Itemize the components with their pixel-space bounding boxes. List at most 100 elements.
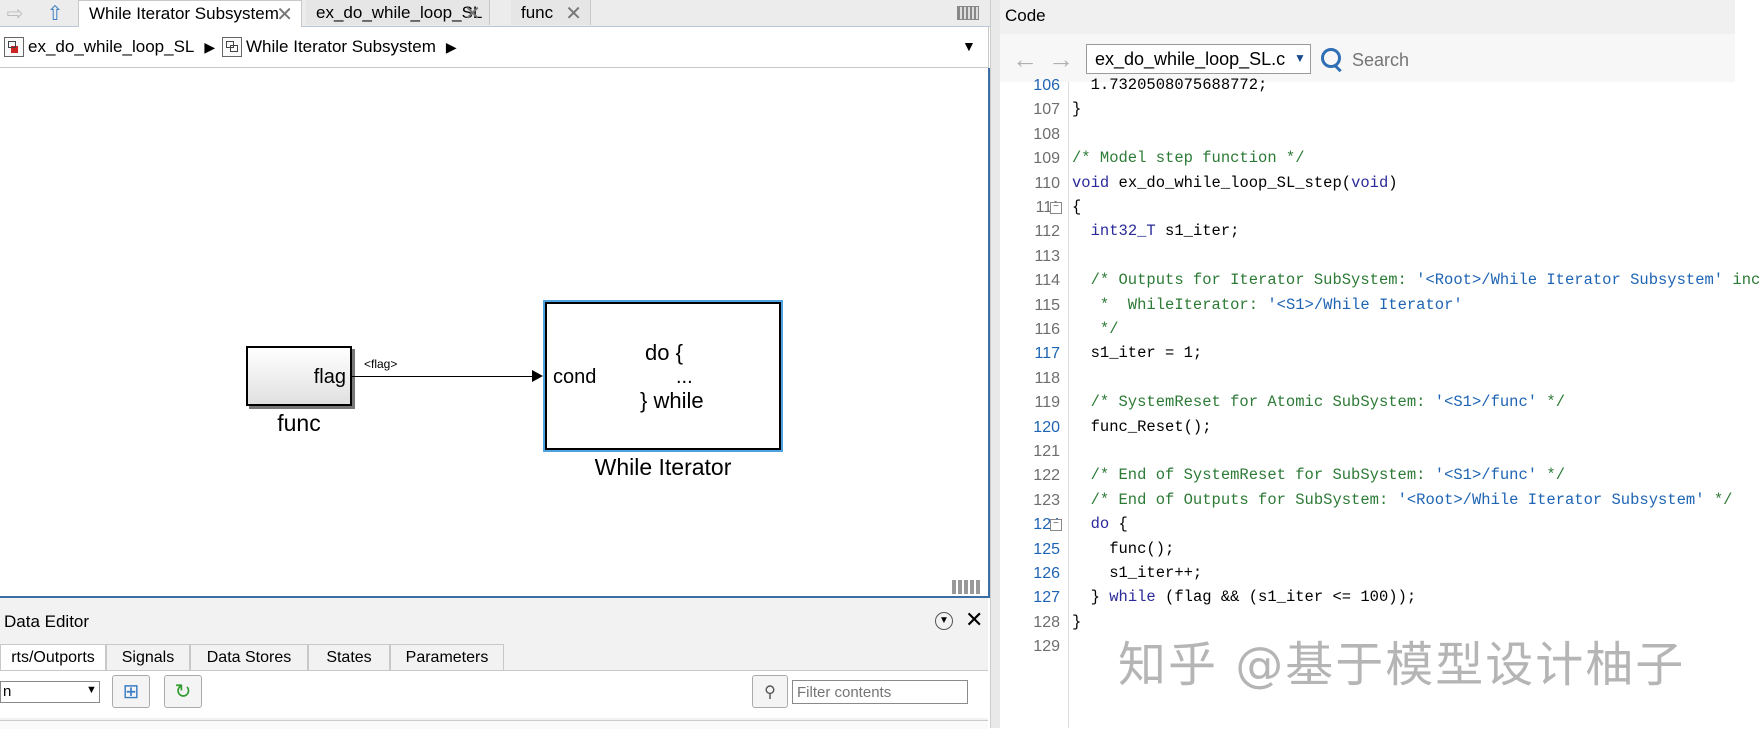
line-number: 122	[1033, 467, 1060, 485]
line-number: 114	[1034, 272, 1060, 290]
tab-list-icon[interactable]	[957, 6, 979, 20]
line-number[interactable]: 125	[1033, 540, 1060, 558]
tab-data-stores[interactable]: Data Stores	[190, 644, 308, 670]
code-line[interactable]: 116 */	[1000, 316, 1735, 343]
line-number: 121	[1033, 443, 1060, 460]
code-line[interactable]: 127 } while (flag && (s1_iter <= 100));	[1000, 584, 1735, 611]
code-text: */	[1072, 320, 1119, 338]
breadcrumb-item-model[interactable]: ex_do_while_loop_SL ▶	[4, 27, 223, 67]
code-line[interactable]: 112 int32_T s1_iter;	[1000, 218, 1735, 245]
fold-collapse-icon[interactable]: −	[1050, 519, 1062, 532]
pane-splitter[interactable]	[990, 0, 1001, 728]
code-text: /* End of Outputs for SubSystem: '<Root>…	[1072, 490, 1733, 509]
line-number[interactable]: 120	[1033, 418, 1060, 436]
tab-states[interactable]: States	[308, 644, 390, 670]
tab-label: Parameters	[405, 648, 489, 666]
close-icon[interactable]: ✕	[464, 3, 481, 25]
model-canvas[interactable]	[0, 68, 990, 598]
chevron-right-icon[interactable]: ▶	[445, 38, 457, 55]
while-iterator-block-name[interactable]: While Iterator	[594, 454, 732, 480]
while-iterator-block-border	[545, 302, 781, 450]
line-number: 119	[1034, 394, 1060, 412]
arrowhead-icon	[532, 370, 543, 382]
hierarchy-button[interactable]: ⊞	[112, 675, 150, 708]
breadcrumb-item-subsystem[interactable]: While Iterator Subsystem ▶	[222, 27, 465, 67]
code-text: void ex_do_while_loop_SL_step(void)	[1072, 173, 1398, 192]
tab-func[interactable]: func ✕	[511, 0, 591, 25]
signal-line[interactable]	[352, 376, 535, 377]
code-line[interactable]: 117 s1_iter = 1;	[1000, 340, 1735, 367]
signal-label[interactable]: <flag>	[364, 357, 398, 371]
code-line[interactable]: 122 /* End of SystemReset for SubSystem:…	[1000, 462, 1735, 489]
line-number: 118	[1034, 369, 1060, 387]
code-text: {	[1072, 198, 1082, 216]
forward-arrow-icon[interactable]: →	[1048, 44, 1074, 74]
code-line[interactable]: 108	[1000, 121, 1735, 148]
code-line[interactable]: 123 /* End of Outputs for SubSystem: '<R…	[1000, 487, 1735, 514]
line-number[interactable]: 126	[1033, 565, 1060, 582]
chevron-down-icon[interactable]: ▼	[1294, 51, 1306, 65]
code-line[interactable]: 113	[1000, 243, 1735, 270]
code-line[interactable]: 125 func();	[1000, 536, 1735, 563]
line-number[interactable]: 106	[1033, 77, 1060, 94]
code-line[interactable]: 129	[1000, 633, 1735, 660]
close-icon[interactable]: ✕	[565, 3, 582, 25]
chevron-down-icon[interactable]: ▼	[962, 38, 976, 54]
panel-menu-icon[interactable]: ▼	[935, 612, 953, 630]
tab-signals[interactable]: Signals	[106, 644, 190, 670]
line-number[interactable]: 117	[1034, 345, 1060, 363]
code-text: func();	[1072, 539, 1175, 558]
close-icon[interactable]: ✕	[276, 4, 293, 26]
while-iterator-block[interactable]	[543, 300, 783, 452]
zoom-fit-icon[interactable]	[952, 580, 980, 594]
line-number[interactable]: 127	[1033, 589, 1060, 607]
code-line[interactable]: 124− do {	[1000, 511, 1735, 538]
data-editor-title: Data Editor	[4, 612, 90, 631]
code-text: do {	[1090, 515, 1128, 534]
tab-ex-do-while-loop-sl[interactable]: ex_do_while_loop_SL ✕	[306, 0, 490, 25]
code-line[interactable]: 119 /* SystemReset for Atomic SubSystem:…	[1000, 389, 1735, 416]
code-line[interactable]: 106 1.7320508075688772;	[1000, 72, 1735, 99]
code-line[interactable]: 107}	[1000, 96, 1735, 123]
view-select[interactable]: n	[0, 681, 100, 703]
chevron-right-icon[interactable]: ▶	[204, 38, 216, 55]
code-line[interactable]: 109/* Model step function */	[1000, 145, 1735, 172]
line-number: 113	[1034, 247, 1060, 265]
code-line[interactable]: 115 * WhileIterator: '<S1>/While Iterato…	[1000, 292, 1735, 319]
func-block[interactable]: flag	[246, 346, 352, 406]
func-block-name[interactable]: func	[277, 410, 321, 436]
line-number: 112	[1034, 223, 1060, 241]
refresh-button[interactable]: ↻	[164, 675, 202, 708]
filter-input[interactable]	[792, 680, 968, 704]
tab-label: func	[521, 2, 554, 22]
code-text: 1.7320508075688772;	[1072, 76, 1268, 94]
search-input[interactable]	[1350, 44, 1734, 76]
tab-inports-outports[interactable]: rts/Outports	[0, 644, 106, 671]
up-arrow-icon[interactable]: ⇧	[46, 2, 64, 25]
tab-while-iterator-subsystem[interactable]: While Iterator Subsystem ✕	[78, 0, 302, 27]
back-arrow-icon[interactable]: ⇨	[6, 2, 24, 25]
code-line[interactable]: 111−{	[1000, 194, 1735, 221]
data-editor-table[interactable]	[0, 720, 988, 729]
code-line[interactable]: 114 /* Outputs for Iterator SubSystem: '…	[1000, 267, 1760, 294]
close-icon[interactable]: ✕	[965, 607, 984, 632]
code-line[interactable]: 121	[1000, 438, 1735, 465]
code-line[interactable]: 128}	[1000, 609, 1735, 636]
filter-button[interactable]: ⚲	[752, 675, 788, 708]
tab-label: Signals	[121, 648, 175, 666]
func-port-label: flag	[313, 366, 346, 388]
while-text-line2: ...	[676, 366, 693, 388]
chevron-down-icon[interactable]: ▼	[86, 684, 97, 696]
code-text: /* Outputs for Iterator SubSystem: '<Roo…	[1072, 271, 1760, 290]
back-arrow-icon[interactable]: ←	[1012, 44, 1038, 74]
file-select[interactable]: ex_do_while_loop_SL.c	[1086, 44, 1311, 74]
code-line[interactable]: 120 func_Reset();	[1000, 414, 1735, 441]
gutter-divider	[1068, 82, 1069, 728]
code-line[interactable]: 126 s1_iter++;	[1000, 560, 1735, 587]
fold-collapse-icon[interactable]: −	[1050, 202, 1062, 214]
code-line[interactable]: 118	[1000, 365, 1735, 392]
tab-parameters[interactable]: Parameters	[390, 644, 504, 670]
code-text: } while (flag && (s1_iter <= 100));	[1072, 588, 1417, 607]
